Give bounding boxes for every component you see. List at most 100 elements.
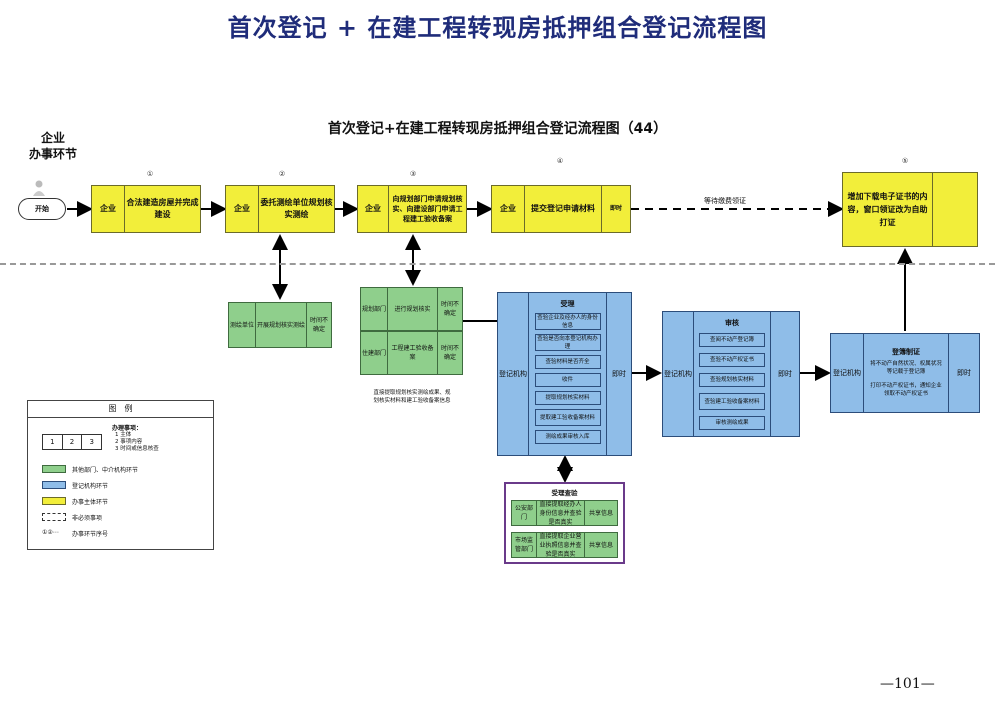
verify-row-2: 市场监管部门 直接提取企业营业执照信息并查验是否真实 共享信息 bbox=[511, 532, 618, 558]
legend-item: 其他部门、中介机构环节 bbox=[72, 467, 139, 474]
planning-row-2: 住建部门 工程建工验收备案 时间不确定 bbox=[360, 331, 463, 375]
survey-text: 开展规划核实测绘 bbox=[256, 303, 307, 347]
planning-actor: 住建部门 bbox=[361, 332, 388, 374]
acceptance-item: 查验材料是否齐全 bbox=[534, 355, 601, 369]
verify-share: 共享信息 bbox=[588, 541, 613, 549]
legend-cells: 1 2 3 bbox=[42, 434, 102, 450]
acceptance-actor: 登记机构 bbox=[498, 293, 529, 455]
planning-note: 直接提取规划核实测绘成果、规划核实材料和建工验收备案信息 bbox=[373, 390, 451, 404]
step-text: 增加下载电子证书的内容，窗口领证改为自助打证 bbox=[843, 173, 933, 246]
page-title: 首次登记 + 在建工程转现房抵押组合登记流程图 bbox=[227, 13, 768, 42]
page-number: —101— bbox=[880, 676, 935, 692]
step-actor: 企业 bbox=[358, 186, 389, 232]
acceptance-body: 受理 查验企业及经办人的身份信息 查验是否向本登记机构办理 查验材料是否齐全 收… bbox=[529, 293, 607, 455]
acceptance-time: 即时 bbox=[612, 370, 626, 378]
survey-actor: 测绘单位 bbox=[229, 303, 256, 347]
survey-box: 测绘单位 开展规划核实测绘 时间不确定 bbox=[228, 302, 332, 348]
acceptance-box: 登记机构 受理 查验企业及经办人的身份信息 查验是否向本登记机构办理 查验材料是… bbox=[497, 292, 632, 456]
step-number-1: ① bbox=[146, 170, 154, 178]
review-actor: 登记机构 bbox=[663, 312, 694, 436]
swimlane-divider bbox=[0, 263, 995, 265]
verify-box: 受理查验 公安部门 直接提取经办人身份信息并查验是否真实 共享信息 市场监管部门… bbox=[504, 482, 625, 564]
legend-seq-symbol: ①②⋯ bbox=[42, 529, 59, 536]
step-time: 即时 bbox=[609, 205, 622, 212]
acceptance-title: 受理 bbox=[560, 300, 575, 308]
step-actor: 企业 bbox=[226, 186, 259, 232]
legend-note: 3 时间或信息核查 bbox=[115, 446, 159, 452]
acceptance-item: 查验是否向本登记机构办理 bbox=[534, 334, 601, 351]
legend-item: 非必须事项 bbox=[72, 515, 103, 522]
step-box-1: 企业 合法建造房屋并完成建设 bbox=[91, 185, 201, 233]
legend-swatch-yellow bbox=[42, 497, 66, 505]
legend-note: 2 事项内容 bbox=[115, 439, 143, 445]
review-time: 即时 bbox=[778, 370, 792, 378]
acceptance-item: 查验企业及经办人的身份信息 bbox=[534, 313, 601, 330]
legend-cell: 1 bbox=[43, 435, 63, 449]
verify-share: 共享信息 bbox=[588, 509, 613, 517]
step-text: 提交登记申请材料 bbox=[525, 186, 602, 232]
review-item: 查阅不动产登记簿 bbox=[699, 333, 765, 347]
planning-text: 进行规划核实 bbox=[388, 288, 438, 330]
verify-row-1: 公安部门 直接提取经办人身份信息并查验是否真实 共享信息 bbox=[511, 500, 618, 526]
acceptance-item: 提取规划核实材料 bbox=[534, 391, 601, 405]
review-box: 登记机构 审核 查阅不动产登记簿 查验不动产权证书 查验规划核实材料 查验建工验… bbox=[662, 311, 800, 437]
legend-swatch-dashed bbox=[42, 513, 66, 521]
legend-item: 登记机构环节 bbox=[72, 483, 109, 490]
legend-swatch-green bbox=[42, 465, 66, 473]
verify-dept: 公安部门 bbox=[512, 501, 537, 525]
planning-time: 时间不确定 bbox=[440, 345, 459, 361]
planning-group: 规划部门 进行规划核实 时间不确定 住建部门 工程建工验收备案 时间不确定 bbox=[360, 287, 463, 375]
verify-text: 直接提取企业营业执照信息并查验是否真实 bbox=[537, 533, 585, 558]
legend-notes-title: 办理事项： bbox=[112, 425, 143, 432]
planning-row-1: 规划部门 进行规划核实 时间不确定 bbox=[360, 287, 463, 331]
step-box-3: 企业 向规划部门申请规划核实、向建设部门申请工程建工验收备案 bbox=[357, 185, 467, 233]
registration-line2: 打印不动产权证书，通知企业领取不动产权证书 bbox=[870, 383, 942, 397]
planning-text: 工程建工验收备案 bbox=[388, 332, 438, 374]
legend-swatch-blue bbox=[42, 481, 66, 489]
step-number-4: ④ bbox=[556, 157, 564, 165]
step-box-5: 增加下载电子证书的内容，窗口领证改为自助打证 bbox=[842, 172, 978, 247]
review-body: 审核 查阅不动产登记簿 查验不动产权证书 查验规划核实材料 查验建工验收备案材料… bbox=[694, 312, 771, 436]
review-item: 查验不动产权证书 bbox=[699, 353, 765, 367]
survey-time: 时间不确定 bbox=[309, 317, 328, 333]
step-actor: 企业 bbox=[92, 186, 125, 232]
verify-dept: 市场监管部门 bbox=[512, 533, 537, 557]
step-box-2: 企业 委托测绘单位规划核实测绘 bbox=[225, 185, 335, 233]
planning-actor: 规划部门 bbox=[361, 288, 388, 330]
step-text: 向规划部门申请规划核实、向建设部门申请工程建工验收备案 bbox=[392, 195, 463, 223]
legend: 图 例 1 2 3 办理事项： 1 主体 2 事项内容 3 时间或信息核查 其他… bbox=[27, 400, 214, 550]
acceptance-item: 提取建工验收备案材料 bbox=[534, 409, 601, 426]
acceptance-item: 测绘成果审核入库 bbox=[534, 430, 601, 444]
legend-notes: 1 主体 2 事项内容 3 时间或信息核查 bbox=[115, 432, 159, 453]
registration-time: 即时 bbox=[957, 369, 971, 377]
registration-body: 登簿制证 将不动产自然状况、权属状况等记载于登记簿 打印不动产权证书，通知企业领… bbox=[864, 334, 949, 412]
legend-cell: 2 bbox=[63, 435, 83, 449]
review-title: 审核 bbox=[725, 319, 739, 327]
step-actor: 企业 bbox=[492, 186, 525, 232]
review-item: 查验规划核实材料 bbox=[699, 373, 765, 387]
step-number-3: ③ bbox=[409, 170, 417, 178]
acceptance-item: 收件 bbox=[534, 373, 601, 387]
review-item: 查验建工验收备案材料 bbox=[699, 393, 765, 410]
step-text: 合法建造房屋并完成建设 bbox=[126, 198, 199, 219]
wait-label: 等待缴费领证 bbox=[704, 197, 746, 205]
flowchart-subtitle: 首次登记+在建工程转现房抵押组合登记流程图（44） bbox=[327, 121, 668, 137]
review-item: 审核测绘成果 bbox=[699, 416, 765, 430]
legend-cell: 3 bbox=[89, 438, 94, 446]
person-icon bbox=[32, 180, 46, 196]
legend-title: 图 例 bbox=[28, 401, 213, 418]
step-number-2: ② bbox=[278, 170, 286, 178]
enterprise-label: 企业 办事环节 bbox=[28, 131, 77, 161]
legend-item: 办事主体环节 bbox=[72, 499, 109, 506]
planning-time: 时间不确定 bbox=[440, 301, 459, 317]
legend-note: 1 主体 bbox=[115, 432, 132, 438]
step-text: 委托测绘单位规划核实测绘 bbox=[260, 198, 333, 219]
start-node: 开始 bbox=[18, 198, 66, 220]
registration-box: 登记机构 登簿制证 将不动产自然状况、权属状况等记载于登记簿 打印不动产权证书，… bbox=[830, 333, 980, 413]
registration-line1: 将不动产自然状况、权属状况等记载于登记簿 bbox=[870, 361, 942, 375]
registration-title: 登簿制证 bbox=[892, 348, 920, 356]
verify-text: 直接提取经办人身份信息并查验是否真实 bbox=[537, 501, 585, 526]
registration-actor: 登记机构 bbox=[831, 334, 864, 412]
step-box-4: 企业 提交登记申请材料 即时 bbox=[491, 185, 631, 233]
